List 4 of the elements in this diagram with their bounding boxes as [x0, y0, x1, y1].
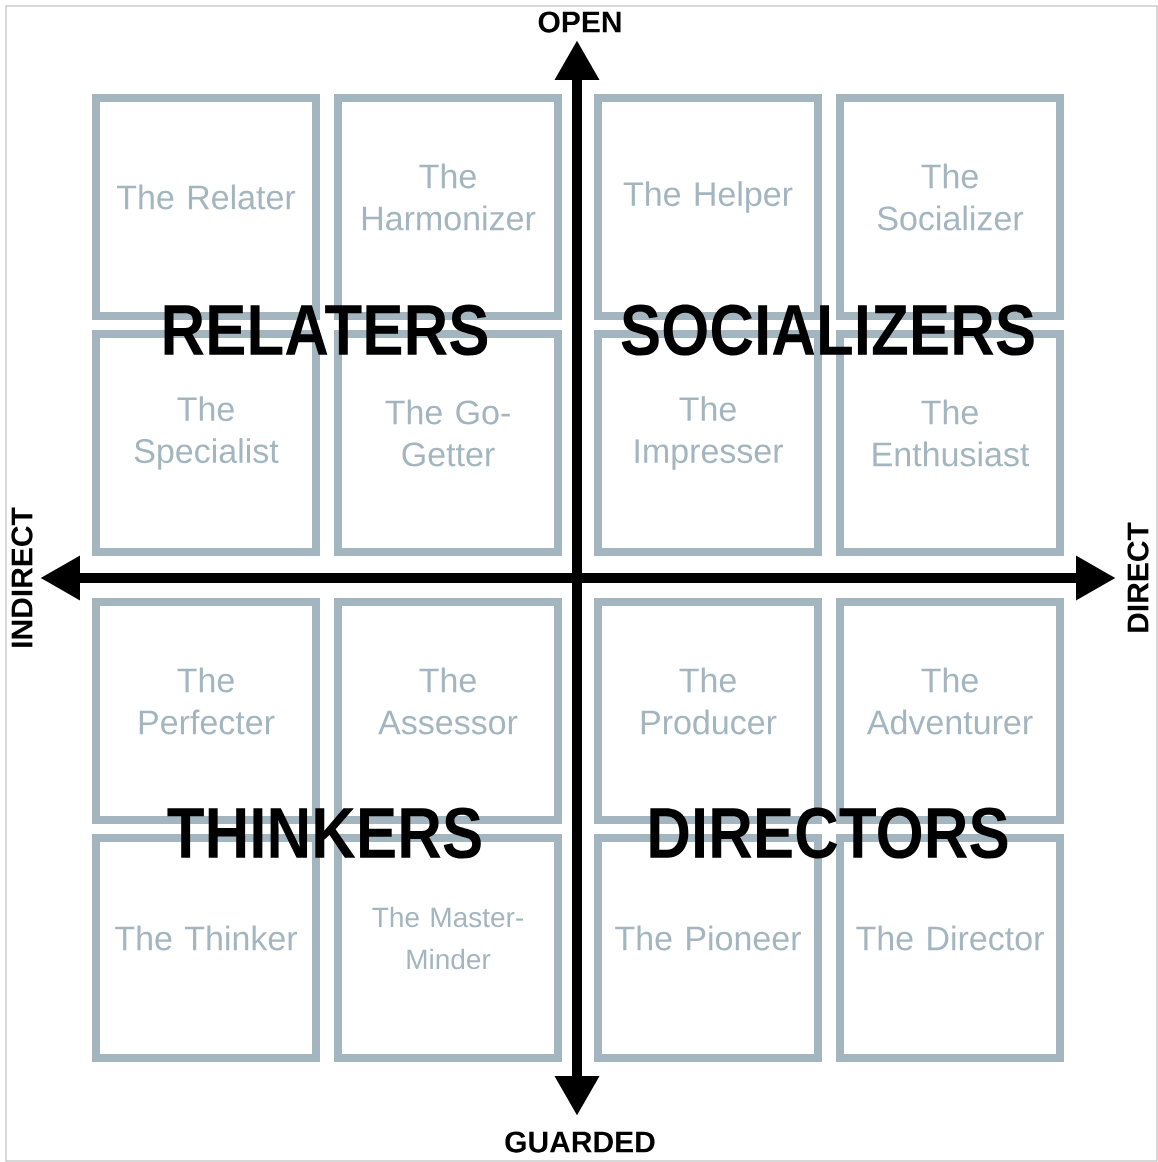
axis-label: DIRECT [1127, 522, 1149, 632]
axis-label: GUARDED [505, 1131, 655, 1153]
axis-label: INDIRECT [11, 507, 33, 647]
axis-label: OPEN [538, 11, 621, 33]
